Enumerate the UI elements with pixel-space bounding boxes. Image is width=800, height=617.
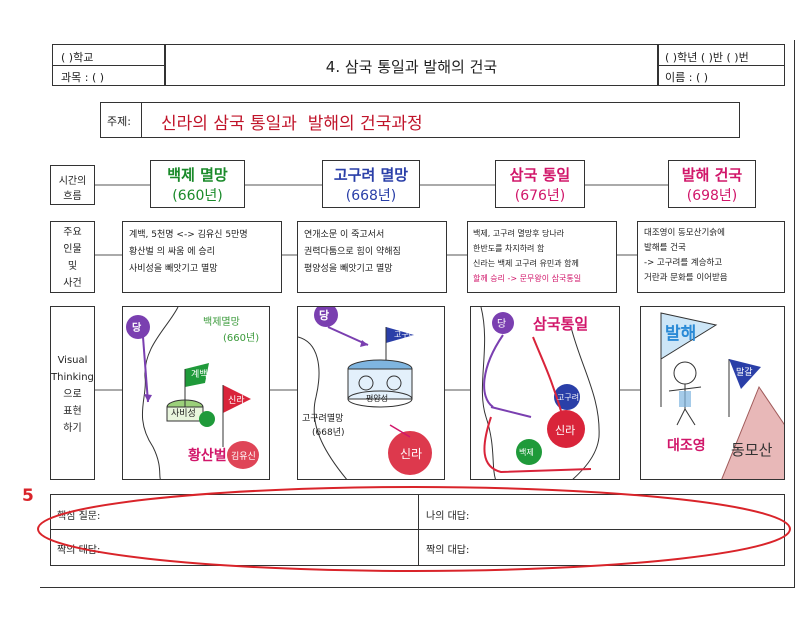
drawing-label: 김유신 <box>231 452 256 462</box>
drawing-label: 당 <box>132 323 142 334</box>
event-line: -> 고구려를 계승하고 <box>644 258 723 268</box>
column-year-text: (698년) <box>686 188 738 204</box>
events-box-baekje: 계백, 5천명 <-> 김유신 5만명 황산벌 의 싸움 에 승리 사비성을 빼… <box>122 221 282 293</box>
event-line: 대조영이 동모산기슭에 <box>644 228 725 238</box>
column-year-text: (668년) <box>345 188 397 204</box>
topic-box: 주제: 신라의 삼국 통일과 발해의 건국과정 <box>100 102 740 138</box>
drawing-label: 당 <box>497 319 507 330</box>
column-title-text: 발해 건국 <box>681 166 743 184</box>
title-box: 4. 삼국 통일과 발해의 건국 <box>165 44 658 86</box>
my-answer-label: 나의 대답: <box>426 511 470 522</box>
drawing-unification: 당 삼국통일 고구려 백제 신라 <box>470 306 620 480</box>
drawing-label: 삼국통일 <box>533 315 589 333</box>
topic-label: 주제: <box>107 115 131 128</box>
annotation-number: 5 <box>22 486 34 506</box>
column-title-balhae: 발해 건국 (698년) <box>668 160 756 208</box>
key-question-label: 핵심 질문: <box>57 511 101 522</box>
drawing-label: 발해 <box>665 324 697 344</box>
event-line: 사비성을 빼앗기고 멸망 <box>129 264 218 274</box>
column-title-text: 백제 멸망 <box>167 166 228 184</box>
event-line: 황산벌 의 싸움 에 승리 <box>129 247 215 257</box>
drawing-label: 계백 <box>191 370 208 380</box>
drawing-balhae: 발해 대조영 말갈 동모산 <box>640 306 785 480</box>
drawing-label: 말갈 <box>736 368 753 378</box>
drawing-label: (660년) <box>223 333 260 344</box>
column-title-text: 고구려 멸망 <box>333 166 409 184</box>
column-title-goguryeo: 고구려 멸망 (668년) <box>322 160 420 208</box>
row-label-time: 시간의 흐름 <box>50 165 95 205</box>
column-year-text: (660년) <box>172 188 223 204</box>
drawing-label: 신라 <box>228 396 245 406</box>
event-line: 평양성을 빼앗기고 멸망 <box>304 264 393 274</box>
events-box-balhae: 대조영이 동모산기슭에 발해를 건국 -> 고구려를 계승하고 거란과 문화를 … <box>637 221 785 293</box>
drawing-label: 신라 <box>400 447 423 461</box>
drawing-label: 사비성 <box>171 409 196 419</box>
event-line: 권력다툼으로 힘이 약해짐 <box>304 247 401 257</box>
topic-text: 신라의 삼국 통일과 발해의 건국과정 <box>161 114 423 134</box>
drawing-label: 대조영 <box>667 438 706 454</box>
events-box-goguryeo: 연개소문 이 죽고서서 권력다툼으로 힘이 약해짐 평양성을 빼앗기고 멸망 <box>297 221 447 293</box>
column-year-text: (676년) <box>514 188 566 204</box>
row-label-visual: Visual Thinking 으로 표현 하기 <box>50 306 95 480</box>
subject-field: 과목 : ( ) <box>61 71 105 84</box>
drawing-label: (668년) <box>312 428 345 438</box>
events-box-unification: 백제, 고구려 멸망후 당나라 한반도를 차지하려 함 신라는 백제 고구려 유… <box>467 221 617 293</box>
partner-answer-label: 짝의 대답: <box>426 545 470 556</box>
worksheet-frame <box>40 40 795 588</box>
drawing-label: 고구려 <box>394 330 417 339</box>
drawing-label: 황산벌 <box>188 448 227 464</box>
row-label-people: 주요 인물 및 사건 <box>50 221 95 293</box>
event-line: 발해를 건국 <box>644 243 686 253</box>
drawing-label: 백제멸망 <box>203 317 240 328</box>
drawing-baekje: 당 백제멸망 (660년) 사비성 신라 계백 황산벌 김유신 <box>122 306 270 480</box>
event-line: 거란과 문화를 이어받음 <box>644 273 728 283</box>
class-field: ( )학년 ( )반 ( )번 <box>665 51 749 64</box>
name-field: 이름 : ( ) <box>665 71 709 84</box>
event-line: 백제, 고구려 멸망후 당나라 <box>473 229 565 238</box>
drawing-label: 고구려 <box>557 393 580 402</box>
qa-table: 핵심 질문: 나의 대답: 짝의 대답: 짝의 대답: <box>50 494 785 566</box>
school-field: ( )학교 <box>61 51 94 64</box>
header-left-box: ( )학교 과목 : ( ) <box>52 44 165 86</box>
column-title-text: 삼국 통일 <box>509 166 571 184</box>
drawing-label: 백제 <box>519 448 534 457</box>
partner-answer-label: 짝의 대답: <box>57 545 101 556</box>
header-right-box: ( )학년 ( )반 ( )번 이름 : ( ) <box>658 44 785 86</box>
drawing-label: 평양성 <box>366 394 389 403</box>
drawing-label: 동모산 <box>731 441 773 459</box>
event-line: 한반도를 차지하려 함 <box>473 244 545 253</box>
event-line: 신라는 백제 고구려 유민과 함께 <box>473 259 579 268</box>
event-line: 연개소문 이 죽고서서 <box>304 230 385 240</box>
drawing-label: 당 <box>319 309 330 322</box>
event-line: 할께 승리 -> 문무왕이 삼국통일 <box>473 274 582 283</box>
column-title-baekje: 백제 멸망 (660년) <box>150 160 245 208</box>
event-line: 계백, 5천명 <-> 김유신 5만명 <box>129 230 248 240</box>
drawing-goguryeo: 당 고구려 고구려멸망 (668년) 평양성 신라 <box>297 306 445 480</box>
drawing-label: 신라 <box>555 424 576 437</box>
worksheet-title: 4. 삼국 통일과 발해의 건국 <box>325 58 498 76</box>
drawing-label: 고구려멸망 <box>302 414 344 424</box>
column-title-unification: 삼국 통일 (676년) <box>495 160 585 208</box>
